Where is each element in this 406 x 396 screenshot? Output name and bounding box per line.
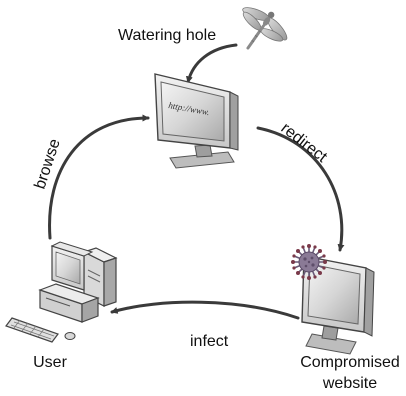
infected-monitor-icon — [301, 255, 375, 355]
compromised-website-label-line2: website — [322, 375, 377, 392]
compromised-website-label-line1: Compromised — [300, 354, 400, 371]
browse-arrow — [48, 114, 150, 240]
redirect-arrow — [256, 126, 345, 252]
user-label: User — [33, 354, 67, 371]
dragonfly-icon — [242, 7, 288, 50]
redirect-label: redirect — [278, 120, 331, 167]
infect-arrow — [110, 300, 300, 320]
infect-label: infect — [190, 333, 229, 350]
web-monitor-icon: http://www. — [154, 73, 239, 169]
browse-label: browse — [32, 137, 64, 191]
desktop-computer-icon — [5, 241, 118, 343]
watering-hole-label: Watering hole — [118, 27, 216, 44]
cycle-arrows — [48, 43, 345, 320]
virus-icon — [291, 244, 327, 280]
watering-hole-arrow — [185, 43, 238, 84]
